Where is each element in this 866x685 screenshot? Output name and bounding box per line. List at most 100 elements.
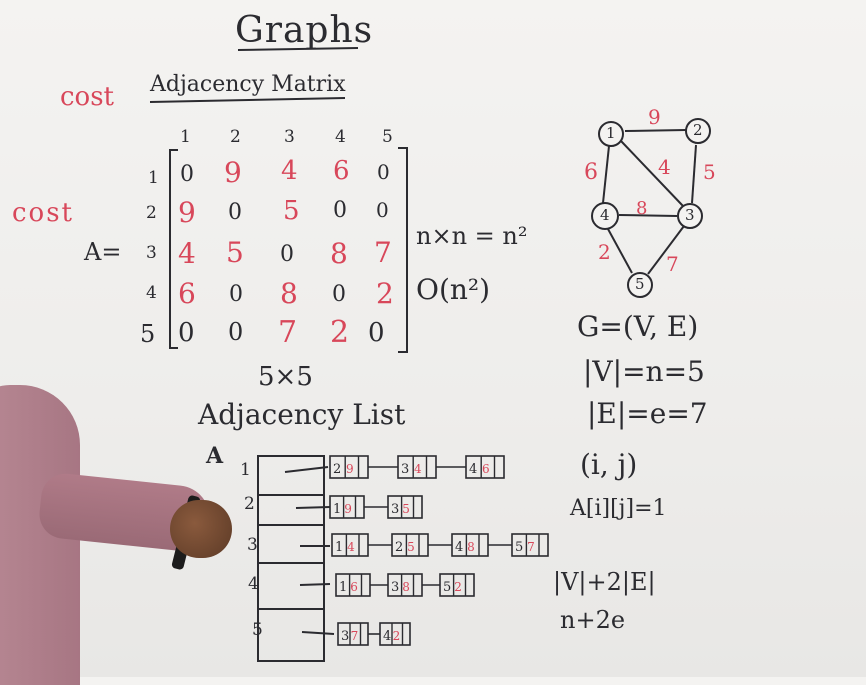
matrix-cell: 0 bbox=[180, 162, 194, 187]
list-node-vertex: 4 bbox=[469, 462, 477, 477]
list-node-vertex: 1 bbox=[335, 540, 343, 555]
matrix-cell: 2 bbox=[376, 277, 394, 310]
list-node-weight: 5 bbox=[402, 502, 410, 516]
matrix-cell: 0 bbox=[368, 318, 385, 348]
graph-vertex bbox=[591, 202, 619, 230]
matrix-cell: 0 bbox=[376, 198, 389, 222]
list-node-weight: 6 bbox=[350, 580, 358, 594]
cost-label-top: cost bbox=[60, 82, 115, 112]
list-node-vertex: 3 bbox=[401, 462, 409, 477]
list-node-weight: 8 bbox=[467, 540, 475, 554]
col-header: 1 bbox=[180, 127, 191, 147]
list-label: A bbox=[206, 443, 224, 469]
list-node-vertex: 5 bbox=[515, 540, 523, 555]
vertex-label: 3 bbox=[685, 206, 695, 224]
graph-vertex bbox=[598, 121, 624, 147]
matrix-cell: 9 bbox=[178, 196, 196, 229]
list-index: 3 bbox=[247, 535, 258, 555]
graph-vertex bbox=[685, 118, 711, 144]
row-header: 5 bbox=[140, 320, 156, 348]
list-index: 2 bbox=[244, 494, 255, 514]
list-index: 4 bbox=[248, 574, 259, 594]
size-note: 5×5 bbox=[258, 362, 313, 392]
edge-weight: 6 bbox=[584, 160, 598, 185]
space-note-2: n+2e bbox=[560, 606, 626, 634]
cost-label-left: cost bbox=[12, 198, 75, 228]
list-node-weight: 2 bbox=[454, 580, 462, 594]
nxn-note: n×n = n² bbox=[416, 222, 528, 250]
edge-weight: 7 bbox=[666, 252, 679, 276]
row-header: 2 bbox=[146, 203, 157, 223]
list-index: 1 bbox=[240, 460, 251, 480]
col-header: 4 bbox=[335, 127, 346, 147]
pair-note: (i, j) bbox=[580, 448, 638, 481]
graph-definition: G=(V, E) bbox=[577, 310, 699, 343]
page-title: Graphs bbox=[235, 10, 374, 51]
vertex-label: 1 bbox=[606, 124, 616, 142]
matrix-cell: 7 bbox=[278, 315, 298, 350]
matrix-cell: 2 bbox=[330, 315, 350, 350]
matrix-label: A= bbox=[84, 238, 122, 266]
assign-note: A[i][j]=1 bbox=[570, 496, 667, 521]
edge-weight: 5 bbox=[703, 160, 716, 184]
vertex-label: 5 bbox=[635, 275, 645, 293]
matrix-cell: 0 bbox=[280, 242, 294, 267]
list-node-weight: 9 bbox=[344, 502, 352, 516]
space-note-1: |V|+2|E| bbox=[553, 568, 656, 596]
matrix-cell: 0 bbox=[377, 160, 390, 184]
edge-weight: 9 bbox=[648, 105, 661, 129]
list-node-vertex: 4 bbox=[455, 540, 463, 555]
matrix-cell: 5 bbox=[226, 236, 244, 269]
list-node-weight: 2 bbox=[393, 629, 401, 643]
matrix-cell: 0 bbox=[228, 200, 242, 225]
list-node-vertex: 3 bbox=[391, 502, 399, 517]
matrix-cell: 4 bbox=[178, 237, 196, 270]
edge-weight: 2 bbox=[598, 240, 611, 264]
matrix-cell: 5 bbox=[283, 196, 300, 226]
graph-vertex bbox=[677, 203, 703, 229]
list-node-vertex: 3 bbox=[391, 580, 399, 595]
list-node-weight: 9 bbox=[346, 462, 354, 476]
list-node-weight: 8 bbox=[402, 580, 410, 594]
list-node-vertex: 4 bbox=[383, 629, 391, 644]
list-node-vertex: 2 bbox=[333, 462, 341, 477]
edge-weight: 8 bbox=[636, 198, 648, 219]
presenter-hand bbox=[170, 500, 232, 558]
matrix-cell: 0 bbox=[228, 318, 244, 346]
list-node-weight: 7 bbox=[351, 629, 359, 643]
list-node-weight: 6 bbox=[482, 462, 490, 476]
matrix-cell: 7 bbox=[374, 236, 392, 269]
matrix-cell: 6 bbox=[178, 277, 196, 310]
matrix-cell: 8 bbox=[280, 277, 298, 310]
row-header: 1 bbox=[148, 168, 159, 188]
col-header: 3 bbox=[284, 127, 295, 147]
edge-weight: 4 bbox=[658, 155, 671, 179]
row-header: 3 bbox=[146, 243, 157, 263]
big-o-note: O(n²) bbox=[416, 273, 491, 306]
matrix-cell: 0 bbox=[332, 282, 346, 307]
list-node-vertex: 1 bbox=[333, 502, 341, 517]
vertex-label: 2 bbox=[693, 121, 703, 139]
list-node-weight: 7 bbox=[527, 540, 535, 554]
matrix-cell: 6 bbox=[333, 156, 350, 186]
col-header: 2 bbox=[230, 127, 241, 147]
list-node-weight: 5 bbox=[407, 540, 415, 554]
vertex-count: |V|=n=5 bbox=[583, 355, 705, 388]
matrix-cell: 9 bbox=[224, 156, 242, 189]
row-header: 4 bbox=[146, 283, 157, 303]
